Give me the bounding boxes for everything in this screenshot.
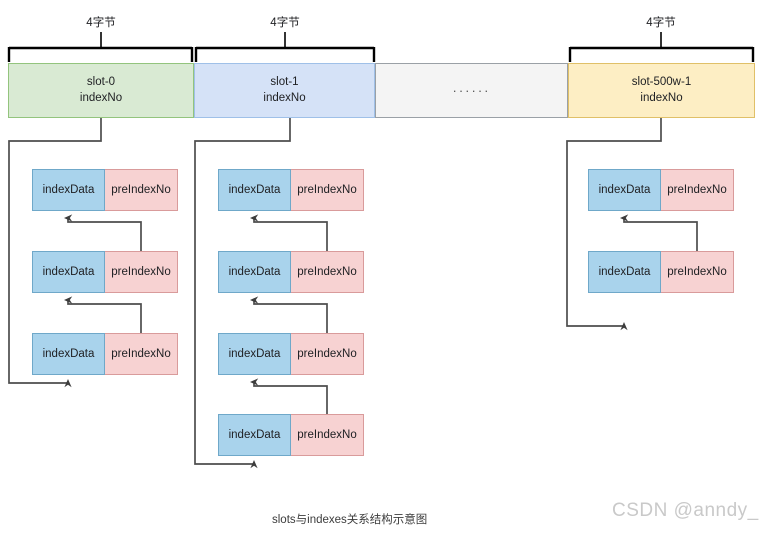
slot-1[interactable]: slot-1 indexNo — [194, 63, 375, 118]
slot-ellipsis: ······ — [375, 63, 568, 118]
index-node-pre: preIndexNo — [291, 414, 364, 456]
index-node-data: indexData — [218, 333, 291, 375]
index-node-data: indexData — [218, 414, 291, 456]
slot-500w-1-label: slot-500w-1 indexNo — [631, 76, 692, 104]
index-node-data: indexData — [32, 169, 105, 211]
index-node[interactable]: indexData preIndexNo — [588, 251, 734, 293]
index-node[interactable]: indexData preIndexNo — [218, 169, 364, 211]
index-node[interactable]: indexData preIndexNo — [218, 251, 364, 293]
index-node-pre: preIndexNo — [661, 251, 734, 293]
index-node[interactable]: indexData preIndexNo — [218, 333, 364, 375]
index-node-pre: preIndexNo — [661, 169, 734, 211]
slot-500w-1[interactable]: slot-500w-1 indexNo — [568, 63, 755, 118]
index-node-pre: preIndexNo — [291, 251, 364, 293]
index-node-pre: preIndexNo — [105, 251, 178, 293]
index-node-data: indexData — [588, 169, 661, 211]
index-node-pre: preIndexNo — [291, 333, 364, 375]
index-node-data: indexData — [32, 333, 105, 375]
byte-label-slot-500w-1: 4字节 — [646, 17, 676, 29]
index-node-data: indexData — [218, 169, 291, 211]
index-node[interactable]: indexData preIndexNo — [588, 169, 734, 211]
index-node[interactable]: indexData preIndexNo — [32, 169, 178, 211]
byte-label-slot-1: 4字节 — [270, 17, 300, 29]
watermark: CSDN @anndy_ — [612, 500, 759, 521]
index-node[interactable]: indexData preIndexNo — [32, 333, 178, 375]
index-node-pre: preIndexNo — [105, 333, 178, 375]
index-node-data: indexData — [588, 251, 661, 293]
index-node-pre: preIndexNo — [105, 169, 178, 211]
slot-ellipsis-label: ······ — [452, 82, 491, 98]
diagram-caption: slots与indexes关系结构示意图 — [272, 514, 428, 526]
index-node-data: indexData — [32, 251, 105, 293]
slot-1-label: slot-1 indexNo — [263, 76, 306, 104]
index-node-pre: preIndexNo — [291, 169, 364, 211]
index-node-data: indexData — [218, 251, 291, 293]
index-node[interactable]: indexData preIndexNo — [32, 251, 178, 293]
byte-ticks — [100, 32, 662, 48]
slot-0[interactable]: slot-0 indexNo — [8, 63, 194, 118]
byte-label-slot-0: 4字节 — [86, 17, 116, 29]
chain-slot-500w-1-connectors — [566, 118, 698, 331]
byte-brackets — [7, 46, 755, 62]
slot-0-label: slot-0 indexNo — [79, 76, 123, 104]
index-node[interactable]: indexData preIndexNo — [218, 414, 364, 456]
